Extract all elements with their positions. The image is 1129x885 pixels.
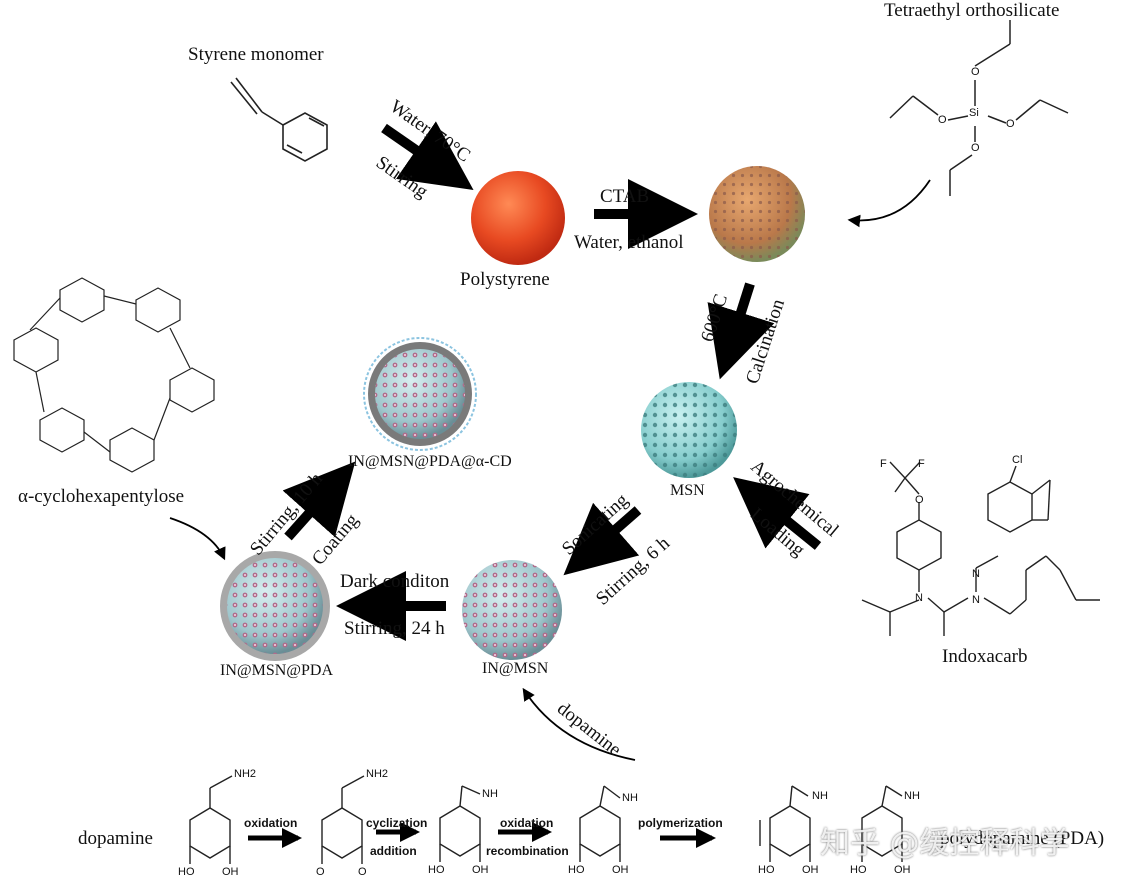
dark-label: Dark conditon	[340, 571, 450, 592]
nh-2: NH	[622, 792, 638, 804]
teos-si: Si	[969, 107, 979, 119]
arrow-porous-to-msn	[707, 282, 775, 380]
nh2-2: NH2	[366, 768, 389, 780]
styrene-label: Styrene monomer	[188, 44, 324, 65]
ho-2: HO	[428, 864, 445, 876]
styrene-structure	[230, 77, 328, 162]
arrow-pda-to-cd	[282, 461, 356, 541]
ho-4: HO	[758, 864, 775, 876]
msn-label: MSN	[670, 482, 705, 499]
indoxacarb-structure	[861, 461, 1100, 636]
in-msn-pda-cd-label: IN@MSN@PDA@α-CD	[348, 453, 512, 470]
indox-f2: F	[918, 458, 925, 470]
alpha-cd-label: α-cyclohexapentylose	[18, 486, 185, 507]
arrow-msn-to-inmsn	[563, 502, 642, 576]
porous-sphere	[709, 166, 805, 262]
in-msn-pda-label: IN@MSN@PDA	[220, 662, 334, 679]
stirring24h-label: Stirring, 24 h	[344, 618, 445, 639]
indox-o: O	[915, 494, 924, 506]
in-msn-label: IN@MSN	[482, 660, 549, 677]
oh-4: OH	[802, 864, 819, 876]
arrow-styrene-to-ps	[381, 121, 474, 190]
teos-o-bottom: O	[971, 142, 980, 154]
ho-3: HO	[568, 864, 585, 876]
teos-o-right: O	[1006, 118, 1015, 130]
indoxacarb-label: Indoxacarb	[942, 646, 1028, 667]
polystyrene-label: Polystyrene	[460, 269, 550, 290]
dopamine-row-arrows	[248, 822, 716, 848]
oh-5: OH	[894, 864, 911, 876]
ho-5: HO	[850, 864, 867, 876]
nh2-1: NH2	[234, 768, 257, 780]
rxn-polymerization: polymerization	[638, 816, 723, 830]
rxn-addition: addition	[370, 844, 417, 858]
indox-n2: N	[972, 594, 980, 606]
process-arrows	[282, 121, 822, 641]
indox-n3: N	[972, 568, 980, 580]
nh-3: NH	[812, 790, 828, 802]
oh-3: OH	[612, 864, 629, 876]
teos-structure	[889, 20, 1069, 196]
rxn-oxidation: oxidation	[244, 816, 298, 830]
oh-1: OH	[222, 866, 239, 878]
polystyrene-sphere	[471, 171, 565, 265]
msn-sphere	[641, 382, 737, 478]
nh-1: NH	[482, 788, 498, 800]
nh-4: NH	[904, 790, 920, 802]
teos-label: Tetraethyl orthosilicate	[884, 0, 1060, 21]
ctab-label: CTAB	[600, 186, 650, 207]
rxn-cyclization: cyclization	[366, 816, 428, 830]
dopamine-row-structures	[189, 775, 903, 864]
teos-o-left: O	[938, 114, 947, 126]
in-msn-pda-cd-sphere	[363, 337, 477, 451]
oh-2: OH	[472, 864, 489, 876]
in-msn-pda-sphere	[220, 551, 330, 661]
watermark: 知乎 @缓控释科学	[820, 826, 1070, 861]
arrow-loading	[733, 477, 822, 550]
indox-f1: F	[880, 458, 887, 470]
indox-n1: N	[915, 592, 923, 604]
dopamine-row-label: dopamine	[78, 828, 153, 849]
alpha-cd-structure	[13, 277, 215, 473]
water-ethanol-label: Water, ethanol	[574, 232, 684, 253]
teos-o-top: O	[971, 66, 980, 78]
curved-arrows	[169, 179, 931, 761]
in-msn-sphere	[462, 560, 562, 660]
rxn-recombination: recombination	[486, 844, 569, 858]
ho-1: HO	[178, 866, 195, 878]
rxn-oxidation2: oxidation	[500, 816, 554, 830]
o-2: O	[358, 866, 367, 878]
indox-cl: Cl	[1012, 454, 1023, 466]
o-1: O	[316, 866, 325, 878]
pda-label: polydopamine (PDA)	[940, 828, 1105, 849]
